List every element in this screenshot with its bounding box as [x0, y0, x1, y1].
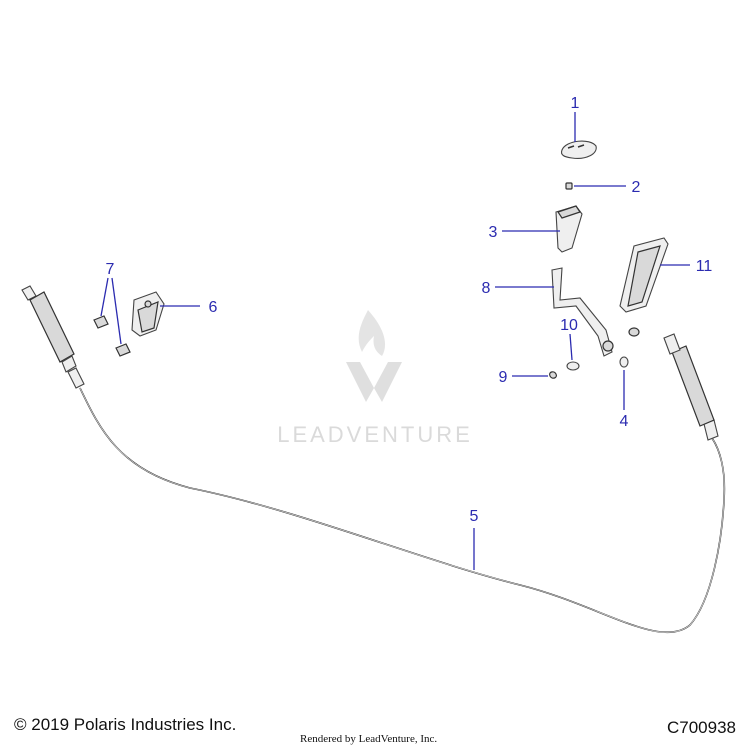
- part-10-nut: [566, 327, 640, 371]
- rendered-by-text: Rendered by LeadVenture, Inc.: [300, 733, 438, 745]
- part-11-pad: [619, 237, 669, 313]
- part-1-knob: [560, 140, 597, 159]
- copyright-text: © 2019 Polaris Industries Inc.: [14, 715, 237, 734]
- watermark-text: LEADVENTURE: [277, 422, 473, 447]
- leader-lines: [100, 112, 690, 570]
- callout-4: 4: [620, 413, 629, 430]
- callout-2: 2: [632, 179, 641, 196]
- leader-10: [569, 333, 573, 361]
- callout-6: 6: [209, 299, 218, 316]
- part-5-cable: [21, 285, 726, 634]
- part-3-boot: [555, 205, 583, 253]
- part-2-pin: [565, 182, 573, 190]
- leader-7a: [100, 277, 109, 317]
- catalog-number: C700938: [666, 718, 736, 737]
- part-8-lever: [551, 267, 614, 357]
- callout-11: 11: [696, 258, 713, 275]
- part-7-bolts: [93, 315, 131, 357]
- callout-1: 1: [571, 95, 580, 112]
- part-9-clip: [549, 371, 557, 379]
- callout-9: 9: [499, 369, 508, 386]
- part-4-bushing: [619, 356, 629, 368]
- callout-5: 5: [470, 508, 479, 525]
- callouts: 1 2 3 4 5 6 7 8 9 10 11: [106, 95, 713, 525]
- leader-7b: [111, 277, 122, 345]
- callout-7: 7: [106, 261, 115, 278]
- part-6-bracket: [131, 291, 165, 337]
- callout-3: 3: [489, 224, 498, 241]
- callout-10: 10: [560, 317, 578, 334]
- callout-8: 8: [482, 280, 491, 297]
- watermark-logo: LEADVENTURE: [277, 310, 473, 447]
